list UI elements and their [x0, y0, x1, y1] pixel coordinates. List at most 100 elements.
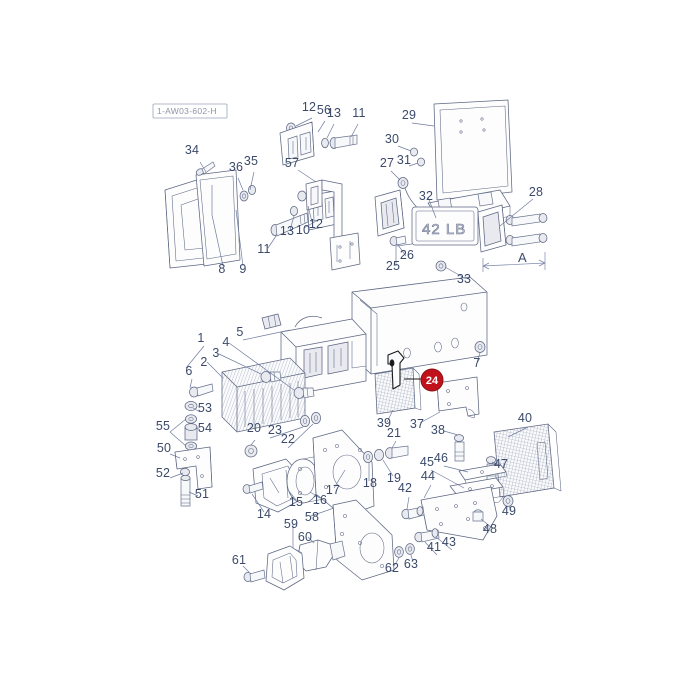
drawing-label-box: 1-AW03-602-H: [152, 103, 228, 119]
nut-7: [474, 341, 486, 353]
callout-28: 28: [529, 185, 543, 199]
plate-44: [420, 486, 498, 541]
callout-20: 20: [247, 421, 261, 435]
callout-13: 13: [280, 224, 294, 238]
washer-13-upper: [321, 137, 329, 149]
callout-36: 36: [229, 160, 243, 174]
callout-43: 43: [442, 535, 456, 549]
washer-62: [394, 546, 404, 558]
screw-6: [189, 383, 214, 398]
callout-14: 14: [257, 507, 271, 521]
callout-62: 62: [385, 561, 399, 575]
license-plate: 42 LB: [411, 206, 479, 246]
callout-49: 49: [502, 504, 516, 518]
callout-13: 13: [327, 106, 341, 120]
bolt-11-upper: [329, 134, 358, 149]
bracket-56: [279, 121, 315, 166]
highlight-marker-circle[interactable]: [420, 368, 444, 392]
lamp-housing-right: [477, 204, 507, 253]
callout-54: 54: [198, 421, 212, 435]
callout-59: 59: [284, 517, 298, 531]
callout-9: 9: [239, 262, 246, 276]
nut-30: [410, 147, 418, 157]
callout-40: 40: [518, 411, 532, 425]
washer-23: [300, 415, 310, 427]
bolt-51: [180, 468, 191, 507]
upper-bracket-assembly: [279, 121, 361, 271]
highlight-marker-label: 24: [426, 375, 439, 387]
leader-lines: [169, 117, 534, 573]
callout-31: 31: [397, 153, 411, 167]
dimension-a-label: A: [518, 250, 527, 265]
callout-57: 57: [285, 156, 299, 170]
rear-lamp-unit: [189, 313, 367, 433]
bulb-4: [293, 387, 315, 399]
bracket-37: [436, 376, 480, 419]
lamp-cable: [294, 315, 323, 328]
callout-19: 19: [387, 471, 401, 485]
washer-18: [363, 451, 373, 463]
connector-27: [397, 177, 409, 189]
hub-axle-assembly: [242, 412, 409, 518]
highlighted-callout-24[interactable]: 24: [387, 350, 444, 392]
callout-53: 53: [198, 401, 212, 415]
callout-7: 7: [473, 356, 480, 370]
washer-63: [405, 543, 415, 555]
nut-12-mid: [297, 190, 307, 202]
callout-55: 55: [156, 419, 170, 433]
nut-31: [417, 157, 425, 167]
bolt-11: [270, 212, 309, 237]
callout-18: 18: [363, 476, 377, 490]
bracket-57: [305, 179, 361, 271]
callout-12: 12: [302, 100, 316, 114]
callout-15: 15: [289, 495, 303, 509]
callout-51: 51: [195, 487, 209, 501]
callout-63: 63: [404, 557, 418, 571]
callout-1: 1: [197, 331, 204, 345]
drawing-label-text: 1-AW03-602-H: [157, 106, 217, 116]
callout-25: 25: [386, 259, 400, 273]
callout-44: 44: [421, 469, 435, 483]
callout-10: 10: [296, 223, 310, 237]
callout-48: 48: [483, 522, 497, 536]
dimension-a-marker: A: [482, 250, 546, 272]
nut-26: [389, 235, 407, 246]
boot-60: [296, 539, 346, 572]
reflector-40: [493, 423, 562, 498]
housing-59: [265, 545, 305, 591]
callout-2: 2: [200, 355, 207, 369]
callout-11: 11: [257, 242, 270, 256]
callout-47: 47: [494, 457, 508, 471]
nut-49: [502, 495, 514, 507]
bolt-61: [243, 569, 266, 583]
washer-stack-53-55: [184, 401, 198, 451]
callout-26: 26: [400, 248, 414, 262]
bolt-38: [454, 434, 465, 462]
tool-tray-box: [351, 276, 488, 375]
callout-12: 12: [309, 217, 323, 231]
part-24-hole: [389, 359, 395, 367]
callout-3: 3: [212, 346, 219, 360]
callout-60: 60: [298, 530, 312, 544]
support-plate-17: [312, 429, 375, 518]
callout-50: 50: [157, 441, 171, 455]
callout-61: 61: [232, 553, 246, 567]
callout-30: 30: [385, 132, 399, 146]
bolt-21: [385, 445, 409, 459]
callout-38: 38: [431, 423, 445, 437]
callout-29: 29: [402, 108, 416, 122]
bolt-14: [242, 481, 264, 494]
callout-33: 33: [457, 272, 471, 286]
callout-27: 27: [380, 156, 394, 170]
bolt-41: [414, 528, 440, 543]
callout-5: 5: [236, 325, 243, 339]
callout-17: 17: [326, 483, 340, 497]
callout-41: 41: [427, 540, 441, 554]
panel-29: [433, 99, 513, 201]
callout-6: 6: [185, 364, 192, 378]
callout-21: 21: [387, 426, 401, 440]
callout-56: 56: [317, 103, 331, 117]
triangle-reflector-assembly: [164, 161, 338, 269]
